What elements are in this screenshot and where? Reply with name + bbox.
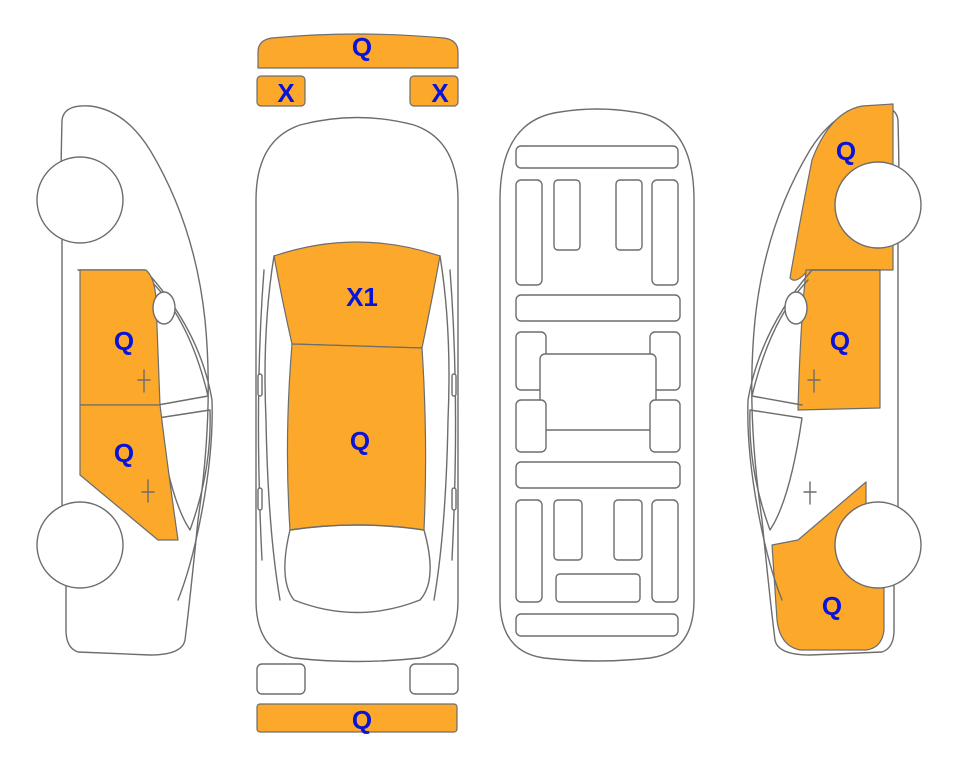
- right-front-door-handle: [807, 369, 821, 393]
- underside-right-front-mount: [615, 179, 643, 251]
- right-mirror-top: [451, 373, 457, 397]
- rear-window: [284, 524, 431, 614]
- left-front-door-panel: [79, 269, 161, 406]
- underside-rear-floor-bar: [515, 461, 681, 489]
- right-front-fender-code: Q: [836, 136, 856, 166]
- right-taillight: [409, 663, 459, 695]
- right-front-door-code: Q: [830, 326, 850, 356]
- right-side-front-wheel: [834, 161, 922, 249]
- front-bumper-panel: [257, 33, 459, 69]
- underside-fuel-tank: [555, 573, 641, 603]
- roof-code: Q: [350, 426, 370, 456]
- rear-bumper-panel: [256, 703, 458, 733]
- right-side-window-line: [751, 279, 809, 406]
- top-view-left-pillar: [264, 255, 281, 601]
- top-view-right-inner-line: [449, 269, 457, 561]
- left-mirror-top-rear: [257, 487, 263, 511]
- right-mirror-top-rear: [451, 487, 457, 511]
- left-headlight-code: X: [277, 78, 295, 108]
- right-front-door-panel: [797, 269, 881, 411]
- underside-left-front-mount: [553, 179, 581, 251]
- left-side-front-wheel: [36, 156, 124, 244]
- left-side-roofline: [77, 269, 213, 601]
- left-front-door-code: Q: [114, 326, 134, 356]
- left-headlight-panel: [256, 75, 306, 107]
- underside-left-front-rail: [515, 179, 543, 286]
- left-rear-door-panel: [79, 404, 179, 541]
- left-side-view: Q Q: [36, 105, 213, 656]
- underside-right-rear-mount: [613, 499, 643, 561]
- underside-left-rear-rail: [515, 499, 543, 603]
- underside-front-floor-bar: [515, 294, 681, 322]
- left-side-rear-wheel: [36, 501, 124, 589]
- left-side-mirror: [152, 291, 176, 325]
- underside-right-rear-mid-rail: [649, 399, 681, 453]
- left-mirror-top: [257, 373, 263, 397]
- top-view-left-inner-line: [257, 269, 265, 561]
- right-headlight-code: X: [431, 78, 449, 108]
- right-headlight-panel: [409, 75, 459, 107]
- right-rear-door-handle: [803, 481, 817, 505]
- right-rear-quarter-code: Q: [822, 591, 842, 621]
- top-view-right-pillar: [433, 255, 450, 601]
- right-side-roofline: [747, 269, 881, 601]
- rear-bumper-code: Q: [352, 705, 372, 735]
- hood-code: X1: [346, 282, 378, 312]
- left-front-door-handle: [137, 369, 151, 393]
- top-view: Q X X X1 Q Q: [255, 32, 459, 735]
- left-side-window-line: [149, 279, 209, 406]
- underside-rear-crossmember: [515, 613, 679, 637]
- underside-right-rear-rail: [651, 499, 679, 603]
- right-side-rear-window: [749, 409, 803, 531]
- underside-right-front-rail: [651, 179, 679, 286]
- underside-front-crossmember: [515, 145, 679, 169]
- underside-center-pan: [539, 353, 657, 431]
- right-side-rear-wheel: [834, 501, 922, 589]
- hood-panel: [273, 241, 441, 349]
- underside-left-rear-mid-rail: [515, 399, 547, 453]
- left-taillight: [256, 663, 306, 695]
- underside-view: [499, 108, 695, 662]
- front-bumper-code: Q: [352, 32, 372, 62]
- right-side-view: Q Q Q: [747, 103, 922, 656]
- underside-left-rear-mount: [553, 499, 583, 561]
- right-side-mirror: [784, 291, 808, 325]
- left-rear-door-handle: [141, 479, 155, 503]
- left-rear-door-code: Q: [114, 438, 134, 468]
